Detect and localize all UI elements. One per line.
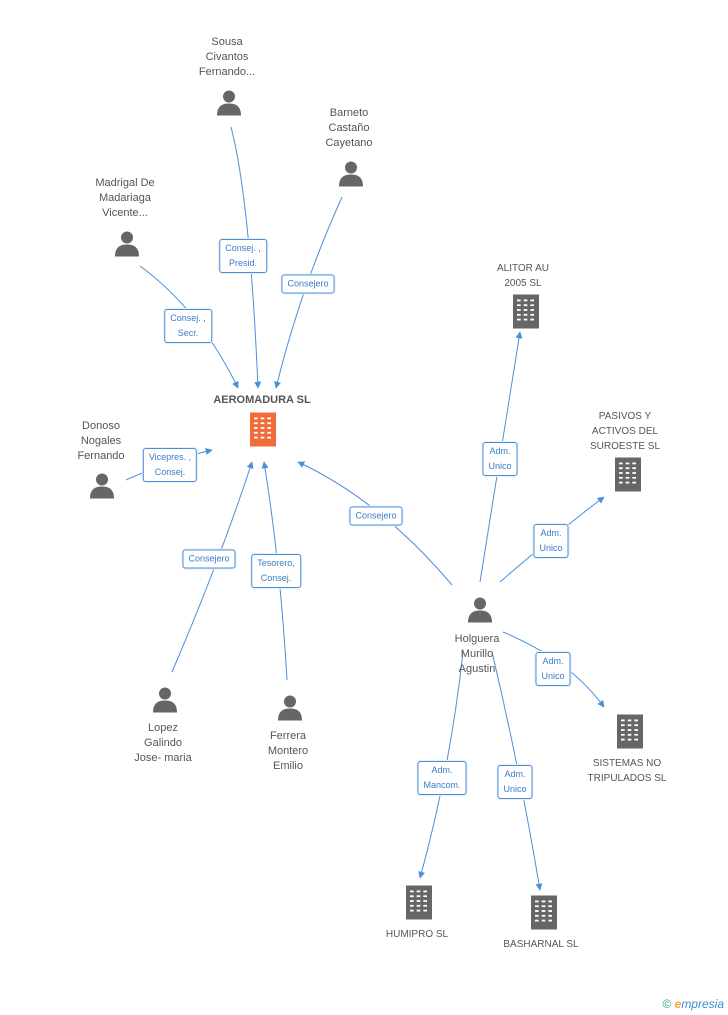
edge-label-donoso[interactable]: Vicepres. , Consej. [142,448,198,482]
edge-sousa-to-aeromadura [230,126,262,389]
node-label-aeromadura[interactable]: AEROMADURA SL [213,394,311,406]
node-label-sistemas[interactable]: SISTEMAS NO TRIPULADOS SL [587,758,667,784]
building-icon[interactable] [511,294,541,334]
person-icon[interactable] [151,686,179,719]
person-icon[interactable] [337,160,365,193]
building-icon[interactable] [248,412,278,452]
person-icon[interactable] [466,596,494,629]
building-icon[interactable] [615,714,645,754]
node-label-lopez[interactable]: Lopez Galindo Jose- maria [134,722,192,764]
node-label-donoso[interactable]: Donoso Nogales Fernando [77,420,125,462]
edge-label-lopez[interactable]: Consejero [182,549,236,569]
edge-label-holguera[interactable]: Adm. Unico [497,765,533,799]
edge-label-ferrera[interactable]: Tesorero, Consej. [251,554,301,588]
node-label-holguera[interactable]: Holguera Murillo Agustin [454,633,500,675]
node-label-sousa[interactable]: Sousa Civantos Fernando... [198,36,256,78]
copyright-symbol: © [662,997,672,1011]
edge-label-holguera[interactable]: Adm. Unico [533,524,569,558]
brand-logo-text: mpresia [681,997,724,1011]
person-icon[interactable] [113,230,141,263]
brand-logo-e: e [674,997,682,1011]
node-label-ferrera[interactable]: Ferrera Montero Emilio [267,730,309,772]
footer-brand: © empresia [662,997,724,1011]
edge-label-sousa[interactable]: Consej. , Presid. [219,239,267,273]
node-label-alitor[interactable]: ALITOR AU 2005 SL [496,263,550,289]
building-icon[interactable] [529,895,559,935]
edge-label-barneto[interactable]: Consejero [281,274,335,294]
node-label-humipro[interactable]: HUMIPRO SL [385,929,449,940]
edge-label-holguera[interactable]: Adm. Mancom. [417,761,467,795]
node-label-barneto[interactable]: Barneto Castaño Cayetano [325,107,373,149]
node-label-pasivos[interactable]: PASIVOS Y ACTIVOS DEL SUROESTE SL [589,411,661,452]
node-label-basharnal[interactable]: BASHARNAL SL [503,939,579,950]
building-icon[interactable] [613,457,643,497]
edge-label-holguera[interactable]: Adm. Unico [482,442,518,476]
node-label-madrigal[interactable]: Madrigal De Madariaga Vicente... [95,177,155,219]
person-icon[interactable] [88,472,116,505]
edge-label-madrigal[interactable]: Consej. , Secr. [164,309,212,343]
edge-label-holguera[interactable]: Consejero [349,506,403,526]
edge-label-holguera[interactable]: Adm. Unico [535,652,571,686]
person-icon[interactable] [215,89,243,122]
person-icon[interactable] [276,694,304,727]
building-icon[interactable] [404,885,434,925]
